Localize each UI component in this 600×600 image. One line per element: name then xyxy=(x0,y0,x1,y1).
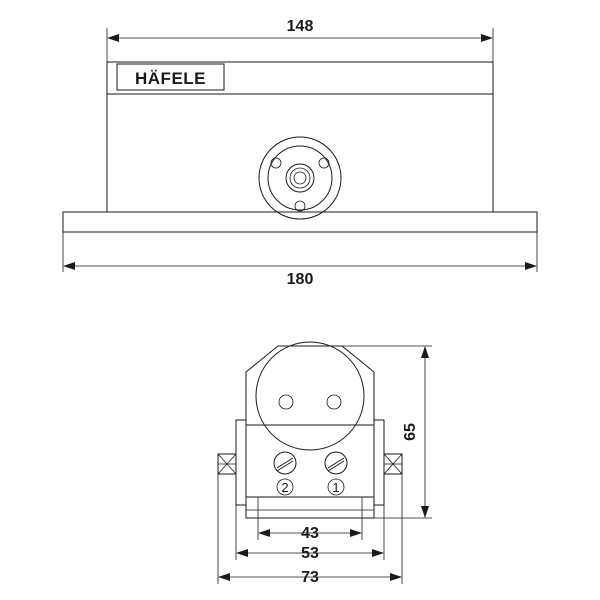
side-base xyxy=(245,496,375,519)
dimension-label-148: 148 xyxy=(287,18,314,35)
dimension-65: 65 xyxy=(342,345,432,519)
dimension-180: 180 xyxy=(62,232,538,288)
end-cap-left xyxy=(217,453,237,475)
dimension-73: 73 xyxy=(217,474,403,586)
svg-text:2: 2 xyxy=(281,480,288,495)
dimension-43: 43 xyxy=(257,518,363,542)
front-view: 148 HÄFELE 180 xyxy=(62,18,538,288)
valve-marker-2: 2 xyxy=(276,478,294,496)
dimension-53: 53 xyxy=(235,505,385,562)
dimension-label-65: 65 xyxy=(402,423,419,441)
dimension-label-73: 73 xyxy=(301,569,319,586)
dimension-label-43: 43 xyxy=(301,525,319,542)
brand-text: HÄFELE xyxy=(135,69,206,88)
side-body-block xyxy=(245,424,375,498)
end-cap-right xyxy=(383,453,403,475)
side-body-top xyxy=(245,345,375,425)
dimension-148: 148 xyxy=(106,18,494,62)
side-view: 2 1 65 43 xyxy=(217,341,432,586)
pinion-spindle xyxy=(258,136,342,220)
brand-label: HÄFELE xyxy=(116,63,225,91)
base-plate xyxy=(62,211,538,233)
side-disc xyxy=(255,341,365,451)
valve-1 xyxy=(324,451,348,475)
closer-body-front xyxy=(106,61,494,213)
svg-text:1: 1 xyxy=(332,480,339,495)
valve-marker-1: 1 xyxy=(327,478,345,496)
dimension-label-53: 53 xyxy=(301,545,319,562)
dimension-label-180: 180 xyxy=(287,271,314,288)
valve-2 xyxy=(273,451,297,475)
